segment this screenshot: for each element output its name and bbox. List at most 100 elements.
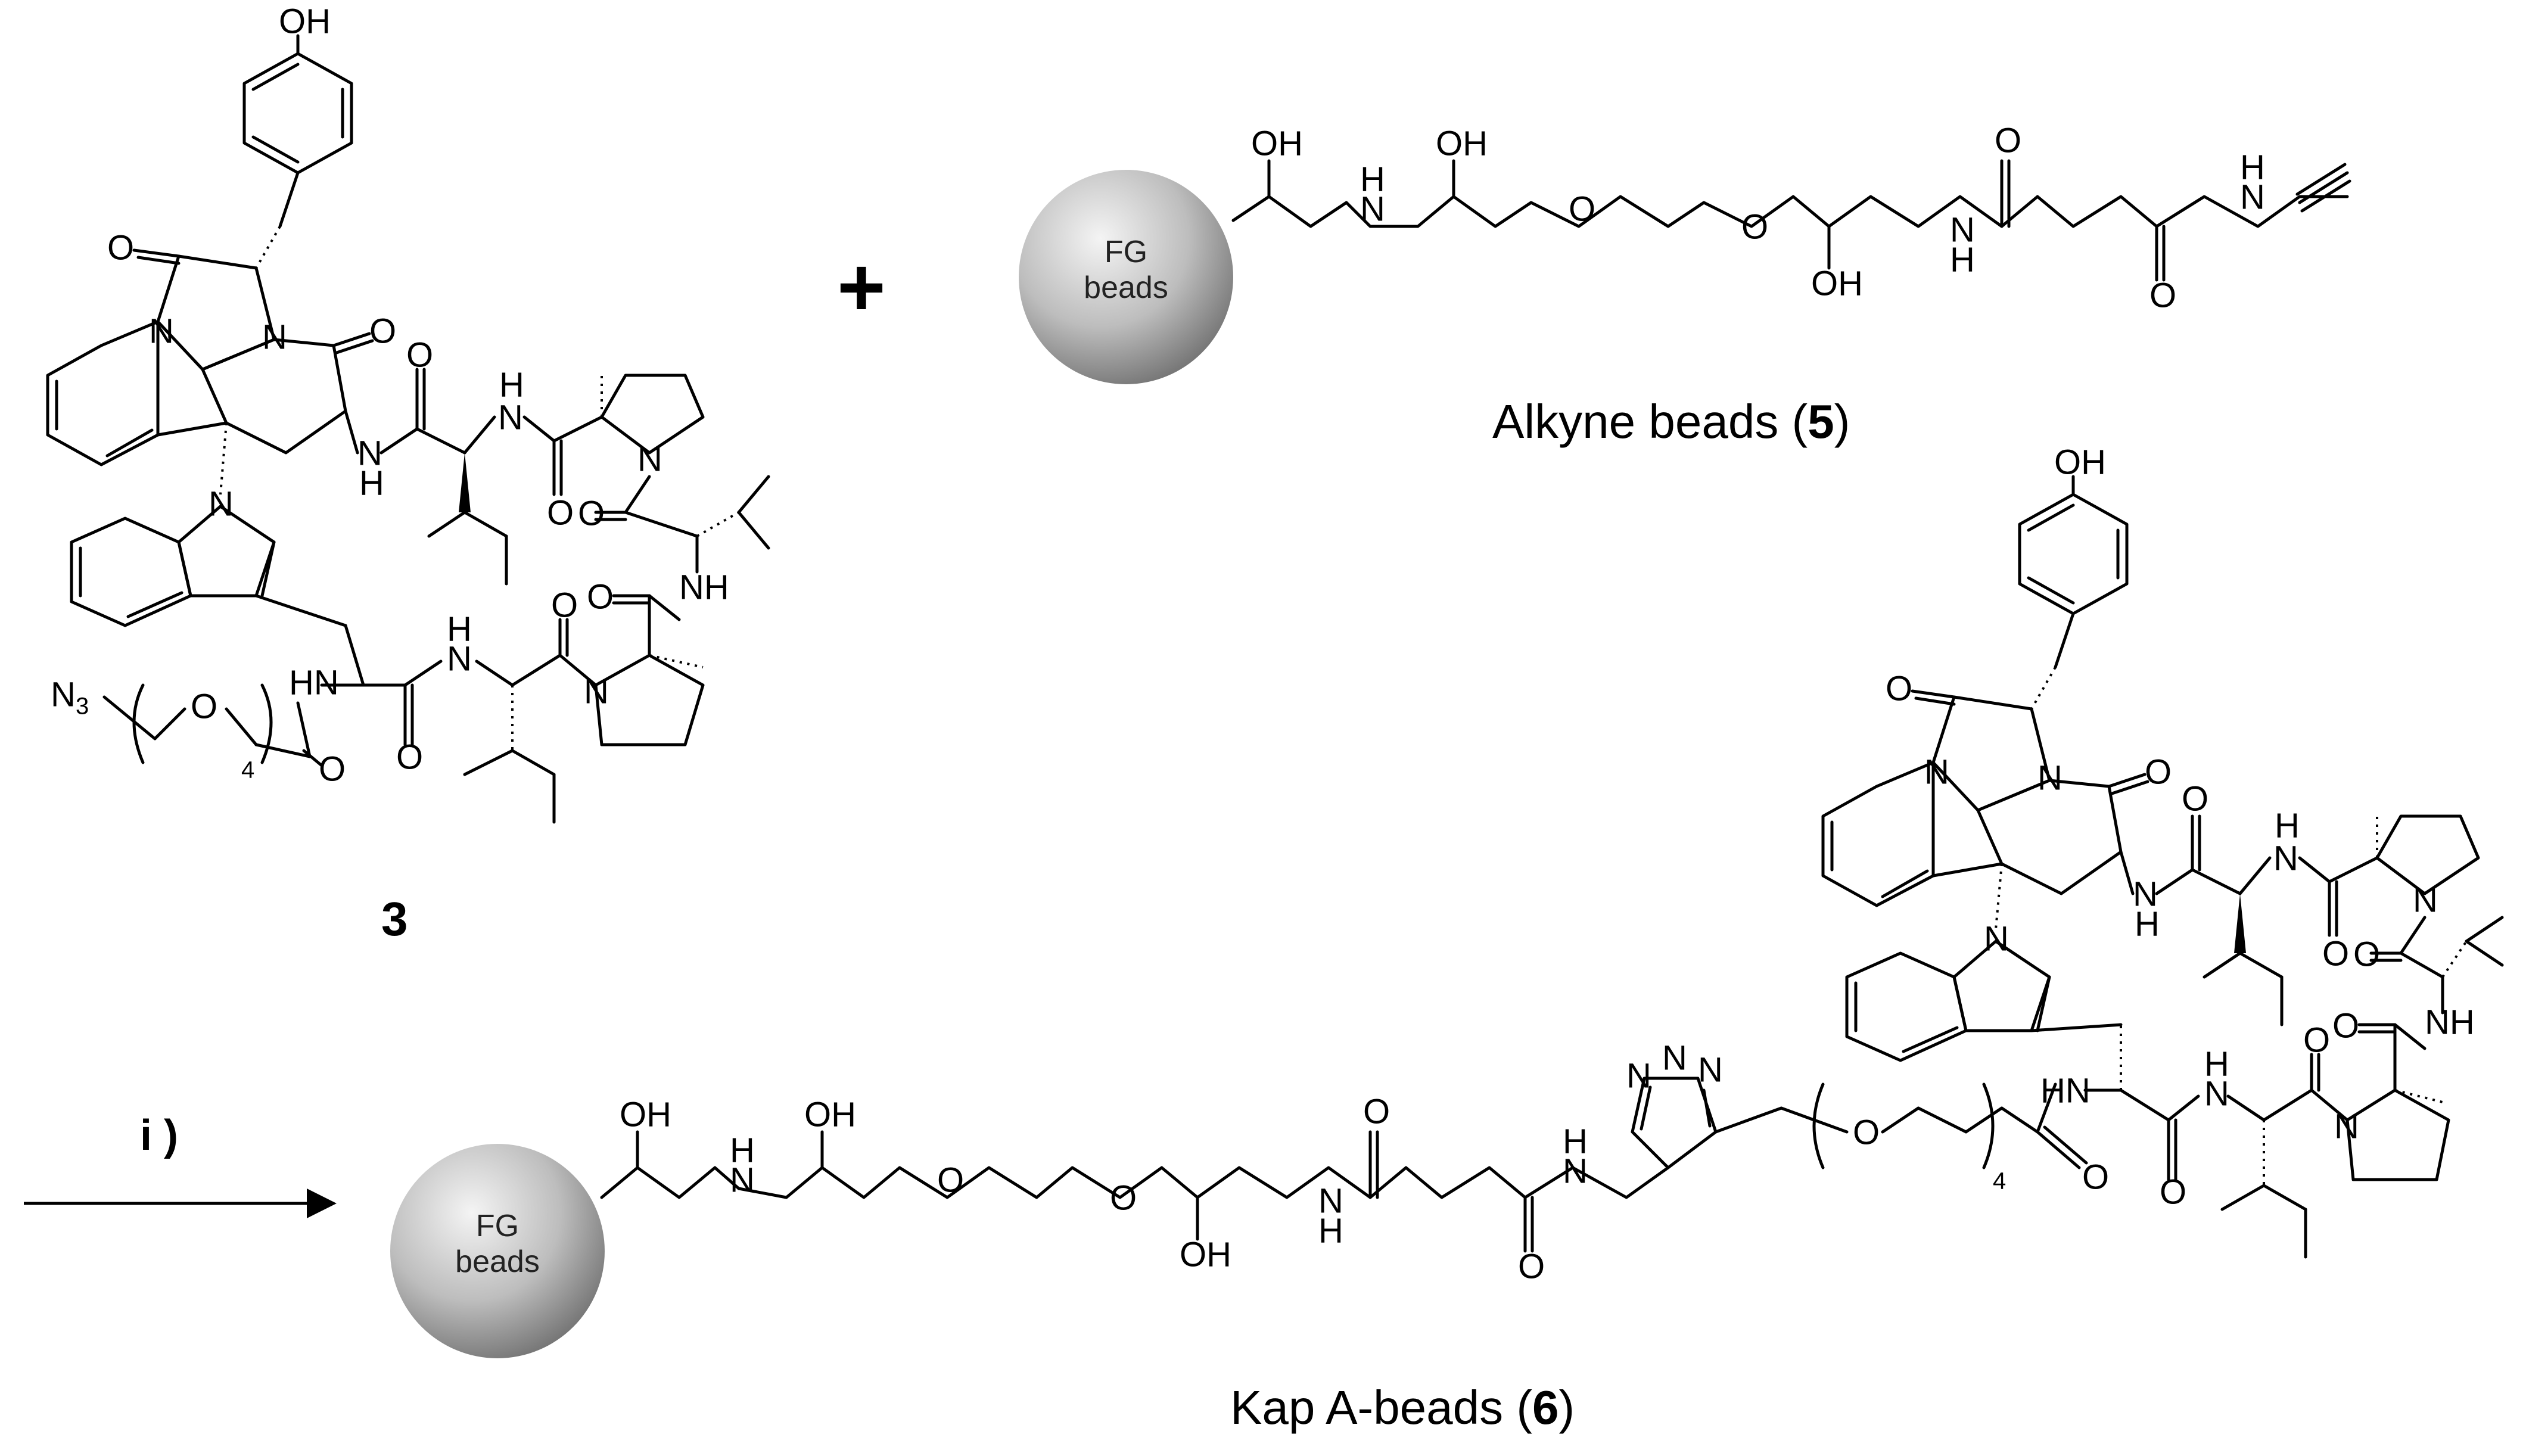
- atom-label: N: [730, 1161, 755, 1199]
- kap-a-beads-caption: Kap A-beads (6): [1230, 1381, 1575, 1434]
- atom-label: O: [319, 749, 346, 788]
- atom-label: O: [2332, 1006, 2359, 1045]
- atom-label: O: [1363, 1092, 1390, 1131]
- atom-label: N: [2273, 839, 2298, 878]
- bead-label-fg: FG: [476, 1209, 519, 1243]
- atom-label: N: [149, 312, 174, 350]
- atom-label: O: [1569, 189, 1595, 228]
- atom-label: N: [1318, 1181, 1343, 1220]
- caption-number: 6: [1532, 1381, 1559, 1434]
- compound-3-label: 3: [381, 892, 408, 945]
- caption-text: Kap A-beads (: [1230, 1381, 1532, 1434]
- azide-subscript: 3: [76, 693, 89, 720]
- atom-label: O: [2149, 276, 2176, 315]
- atom-label: N: [1360, 189, 1385, 228]
- atom-label: O: [1853, 1113, 1880, 1152]
- atom-label: O: [369, 312, 396, 350]
- atom-label: OH: [1251, 124, 1303, 163]
- atom-label: N: [2413, 881, 2438, 919]
- kap-a-beads-linker: [600, 1025, 2123, 1253]
- atom-label: OH: [2054, 443, 2106, 481]
- atom-label: N: [1563, 1152, 1588, 1190]
- atom-label: N: [584, 672, 609, 711]
- atom-label: 4: [241, 757, 254, 783]
- atom-label: OH: [1180, 1235, 1231, 1274]
- atom-label: N: [1924, 752, 1949, 791]
- atom-label: N: [262, 318, 287, 356]
- atom-label: N: [2240, 178, 2265, 216]
- alkyne-beads-bead: FG beads: [1019, 170, 1233, 384]
- atom-label: O: [1995, 121, 2021, 160]
- atom-label: H: [359, 463, 384, 502]
- atom-label: OH: [1811, 264, 1863, 303]
- alkyne-beads-linker: [1231, 159, 2351, 282]
- atom-label: N: [357, 434, 382, 472]
- atom-label: O: [2353, 935, 2380, 973]
- atom-label: N: [447, 639, 472, 678]
- atom-label: N: [1950, 210, 1975, 249]
- azide-label: N: [51, 675, 76, 714]
- atom-label: OH: [620, 1095, 671, 1134]
- atom-label: O: [1518, 1247, 1545, 1286]
- kap-a-beads-peptide: [1821, 475, 2504, 1259]
- kap-a-beads-bead: FG beads: [390, 1144, 605, 1358]
- reaction-condition: i ): [140, 1112, 178, 1159]
- bead-label-beads: beads: [1084, 270, 1168, 305]
- caption-close: ): [1834, 395, 1850, 448]
- atom-label: O: [937, 1161, 964, 1199]
- atom-label: O: [578, 494, 605, 533]
- atom-label: H: [2275, 806, 2300, 845]
- atom-label: N: [637, 440, 662, 478]
- alkyne-beads-atom-labels: OH OH H N OH O O OH N H O O H N: [1251, 121, 2265, 315]
- atom-label: N: [2037, 758, 2063, 797]
- atom-label: H: [2135, 904, 2160, 943]
- atom-label: NH: [679, 568, 729, 606]
- atom-label: N: [1626, 1056, 1651, 1095]
- bead-label-fg: FG: [1105, 235, 1147, 269]
- atom-label: O: [2145, 752, 2172, 791]
- atom-label: H: [2204, 1044, 2229, 1083]
- atom-label: O: [1741, 207, 1768, 246]
- atom-label: N: [1662, 1038, 1687, 1077]
- atom-label: O: [2322, 934, 2349, 973]
- compound-3-structure: [46, 34, 770, 824]
- atom-label: OH: [279, 2, 331, 41]
- atom-label: N: [209, 484, 234, 523]
- atom-label: H: [2240, 148, 2265, 186]
- atom-label: H: [447, 609, 472, 648]
- kap-a-beads-atom-labels: OH H N OH O O OH N H O O H N N N N O 4 O…: [620, 443, 2475, 1286]
- atom-label: O: [2182, 779, 2208, 818]
- atom-label: OH: [1436, 124, 1488, 163]
- atom-label: O: [2160, 1172, 2186, 1211]
- atom-label: N: [498, 398, 523, 437]
- atom-label: H: [1318, 1211, 1343, 1250]
- atom-label: O: [396, 738, 423, 776]
- caption-text: Alkyne beads (: [1492, 395, 1808, 448]
- atom-label: O: [2082, 1158, 2109, 1196]
- atom-label: O: [107, 228, 134, 267]
- atom-label: N: [2204, 1074, 2229, 1113]
- atom-label: HN: [2040, 1071, 2091, 1110]
- compound-3-atom-labels: OH O N N O N N H O H N O N O NH O N O H …: [51, 2, 729, 788]
- atom-label: O: [587, 577, 614, 616]
- atom-label: HN: [289, 663, 339, 702]
- caption-number: 5: [1808, 395, 1834, 448]
- bead-label-beads: beads: [455, 1245, 540, 1279]
- atom-label: H: [1360, 160, 1385, 198]
- atom-label: H: [1563, 1122, 1588, 1161]
- atom-label: N: [2334, 1107, 2359, 1146]
- atom-label: H: [499, 365, 524, 404]
- plus-sign: +: [837, 240, 886, 334]
- atom-label: H: [1950, 240, 1975, 279]
- atom-label: 4: [1993, 1168, 2006, 1194]
- atom-label: O: [551, 586, 578, 624]
- atom-label: O: [191, 687, 217, 726]
- atom-label: OH: [804, 1095, 856, 1134]
- atom-label: OH: [1251, 124, 1303, 163]
- atom-label: O: [1886, 669, 1912, 708]
- atom-label: H: [730, 1131, 755, 1169]
- alkyne-beads-caption: Alkyne beads (5): [1492, 395, 1850, 448]
- atom-label: N: [2133, 875, 2158, 913]
- atom-label: O: [2303, 1021, 2330, 1059]
